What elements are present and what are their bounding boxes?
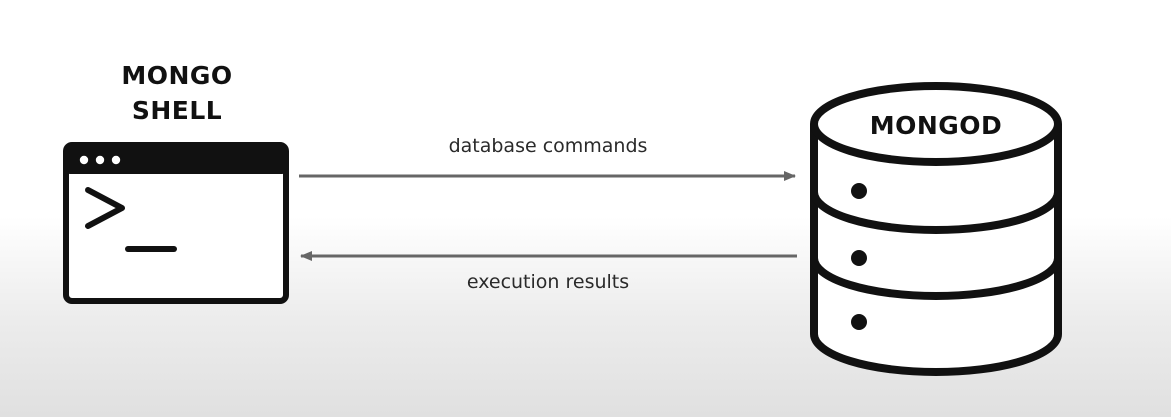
- shell-title-line2: SHELL: [132, 96, 222, 125]
- mongod-title: MONGOD: [870, 111, 1003, 140]
- database-band-2: [810, 257, 1062, 300]
- database-indicator-3: [851, 314, 867, 330]
- request-arrow-label: database commands: [449, 135, 648, 157]
- terminal-window-titlebar: [66, 145, 286, 174]
- database-indicator-2: [851, 250, 867, 266]
- terminal-window-icon: [63, 142, 289, 304]
- window-dot-2: [95, 155, 105, 165]
- window-dot-1: [79, 155, 89, 165]
- database-cylinder-icon: [810, 82, 1062, 376]
- database-top: [810, 82, 1062, 166]
- database-band-1: [810, 191, 1062, 234]
- prompt-chevron: [85, 187, 125, 229]
- window-dot-3: [111, 155, 121, 165]
- shell-title-line1: MONGO: [121, 61, 232, 90]
- database-body: [810, 124, 1062, 376]
- database-indicator-1: [851, 183, 867, 199]
- response-arrow-label: execution results: [467, 271, 629, 293]
